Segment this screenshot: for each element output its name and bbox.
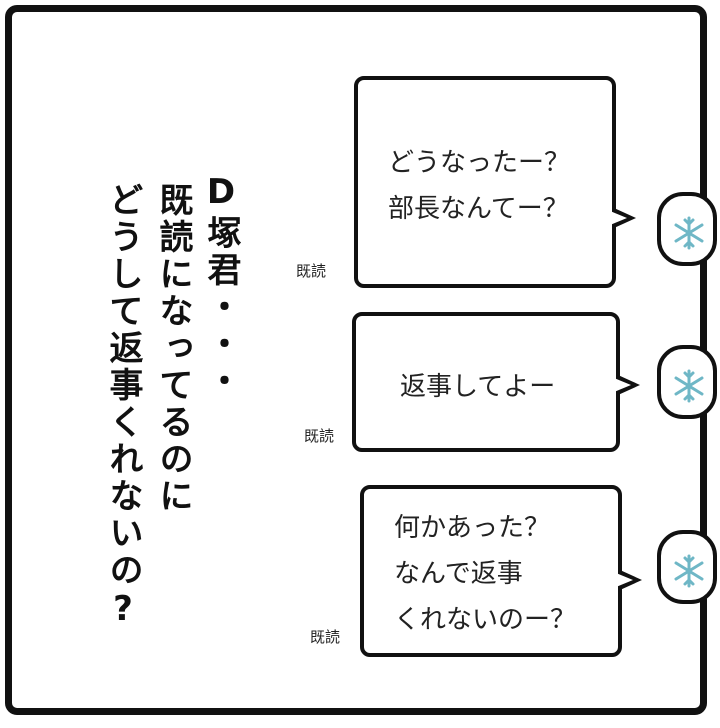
- bubble-tail: [614, 375, 640, 395]
- sender-avatar: [657, 192, 717, 266]
- narration-line-3: どうして返事くれないの?: [103, 182, 143, 632]
- chat-bubble-3: 何かあった？ なんで返事 くれないのー？: [360, 485, 622, 657]
- snowflake-icon: [674, 369, 704, 403]
- chat-bubble-1: どうなったー？ 部長なんてー？: [354, 76, 616, 288]
- message-line: 何かあった？: [394, 513, 551, 543]
- bubble-tail: [616, 570, 642, 590]
- read-receipt: 既読: [310, 628, 341, 646]
- message-line: 返事してよー: [400, 372, 556, 402]
- snowflake-icon: [674, 554, 704, 588]
- chat-bubble-2: 返事してよー: [352, 312, 620, 452]
- sender-avatar: [657, 345, 717, 419]
- message-line: なんで返事: [394, 559, 523, 589]
- read-receipt: 既読: [296, 262, 327, 280]
- narration-line-1: D塚君・・・: [201, 172, 241, 400]
- sender-avatar: [657, 530, 717, 604]
- bubble-tail: [610, 208, 636, 228]
- message-line: どうなったー？: [388, 148, 571, 178]
- snowflake-icon: [674, 216, 704, 250]
- narration-line-2: 既読になってるのに: [153, 182, 193, 515]
- message-line: 部長なんてー？: [388, 194, 569, 224]
- read-receipt: 既読: [304, 427, 335, 445]
- message-line: くれないのー？: [394, 605, 577, 635]
